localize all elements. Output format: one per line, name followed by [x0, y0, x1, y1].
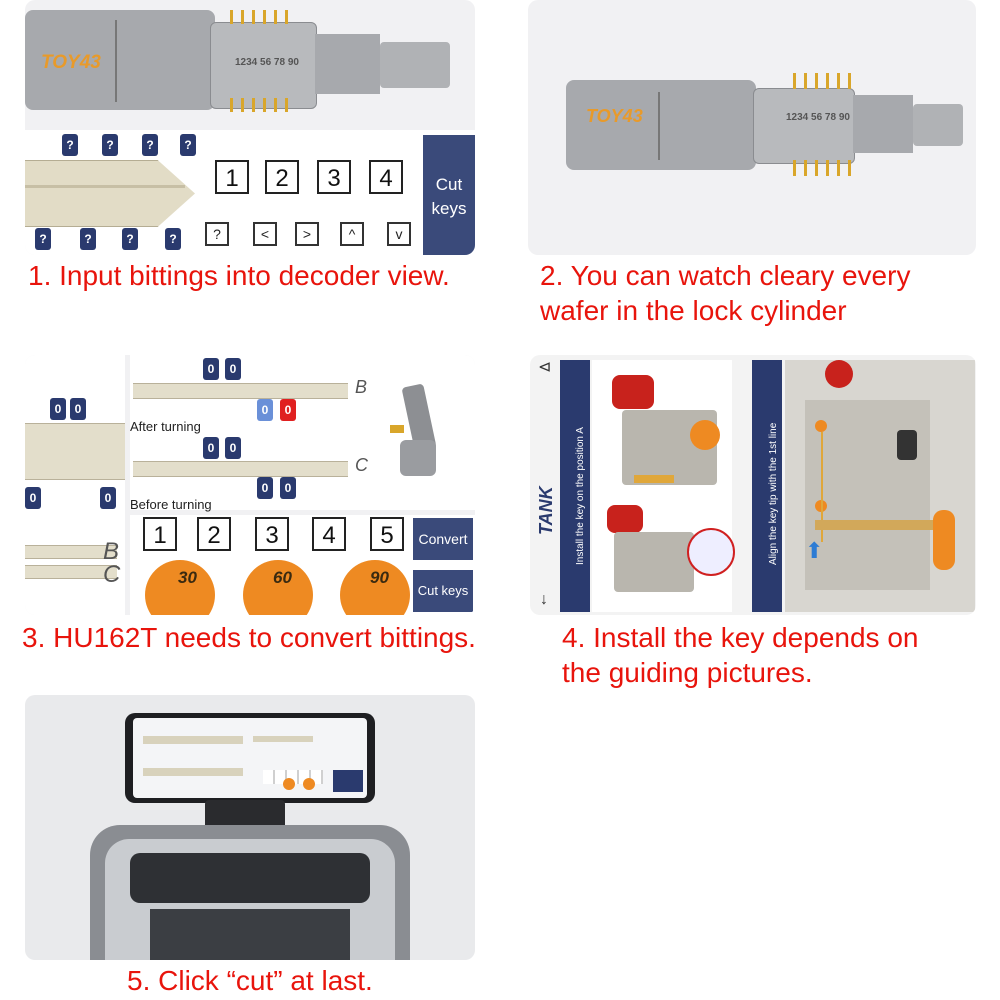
step3-caption: 3. HU162T needs to convert bittings.	[22, 622, 476, 653]
wafer-tag[interactable]: 0	[225, 437, 241, 459]
instruction-b: Align the key tip with the 1st line	[768, 422, 779, 565]
wafer-tag[interactable]: 0	[50, 398, 66, 420]
step4-caption-line1: 4. Install the key depends on	[562, 622, 919, 653]
step4-caption-line2: the guiding pictures.	[562, 657, 813, 688]
digit-box-5[interactable]: 5	[370, 517, 404, 551]
track-c-label: C	[355, 455, 368, 475]
wafer-tag[interactable]: 0	[225, 358, 241, 380]
track-b-label: B	[103, 538, 120, 565]
instruction-a: Install the key on the position A	[575, 427, 586, 565]
key-blade-image	[25, 423, 125, 480]
digit-box-3[interactable]: 3	[317, 160, 351, 194]
wafer-tag[interactable]: 0	[280, 477, 296, 499]
panel-machine-photo	[25, 695, 475, 960]
dial-value: 60	[273, 568, 292, 587]
cylinder-label: TOY43	[41, 52, 101, 73]
digit-box-3[interactable]: 3	[255, 517, 289, 551]
cut-keys-line1: Cut	[435, 175, 463, 194]
machine-image-a	[592, 360, 735, 612]
wafer-tag[interactable]: 0	[70, 398, 86, 420]
panel-install-guide: ⊲ ↓ Install the key on the position A TA…	[530, 355, 976, 615]
before-turning-label: Before turning	[130, 497, 212, 512]
wafer-tag[interactable]: 0	[25, 487, 41, 509]
wafer-tag[interactable]: ?	[80, 228, 96, 250]
brand-logo: TANK	[536, 486, 556, 535]
cylinder-label: TOY43	[586, 106, 643, 126]
dial-30[interactable]: 30	[145, 560, 215, 615]
down-button[interactable]: v	[387, 222, 411, 246]
digit-box-2[interactable]: 2	[197, 517, 231, 551]
wafer-numbers: 1234 56 78 90	[235, 57, 299, 68]
wafer-tag[interactable]: ?	[180, 134, 196, 156]
track-b-label: B	[355, 377, 368, 397]
cut-keys-button[interactable]: Cut keys	[413, 570, 473, 612]
machine-image-b: ⬆	[785, 360, 975, 612]
wafer-tag[interactable]: ?	[62, 134, 78, 156]
wafer-tag[interactable]: 0	[257, 399, 273, 421]
help-button[interactable]: ?	[205, 222, 229, 246]
panel-cylinder-view: TOY43 1234 56 78 90	[528, 0, 976, 255]
wafer-tag[interactable]: ?	[165, 228, 181, 250]
key-cutting-machine-image	[90, 825, 410, 960]
up-button[interactable]: ^	[340, 222, 364, 246]
digit-box-4[interactable]: 4	[369, 160, 403, 194]
track-c-label: C	[103, 561, 121, 588]
cut-keys-button[interactable]: Cut keys	[423, 135, 475, 255]
digit-box-2[interactable]: 2	[265, 160, 299, 194]
lock-cylinder-image: TOY43 1234 56 78 90	[25, 0, 475, 120]
step2-caption-line1: 2. You can watch cleary every	[540, 260, 911, 291]
digit-box-1[interactable]: 1	[143, 517, 177, 551]
dial-value: 30	[178, 568, 197, 587]
convert-button[interactable]: Convert	[413, 518, 473, 560]
step1-caption: 1. Input bittings into decoder view.	[28, 260, 450, 291]
wafer-tag[interactable]: ?	[102, 134, 118, 156]
phone-image	[125, 713, 375, 803]
wafer-tag[interactable]: 0	[100, 487, 116, 509]
wafer-tag[interactable]: ?	[142, 134, 158, 156]
cut-keys-line2: keys	[431, 199, 467, 218]
wafer-tag[interactable]: 0	[280, 399, 296, 421]
wafer-tag[interactable]: 0	[257, 477, 273, 499]
panel-convert-bittings: 0 0 0 0 B C 0 0 B 0 0 After turning 0 0 …	[25, 355, 475, 615]
left-button[interactable]: <	[253, 222, 277, 246]
panel-decoder-view: TOY43 1234 56 78 90 ? ? ? ? ? ? ? ? 1 2 …	[25, 0, 475, 255]
dial-60[interactable]: 60	[243, 560, 313, 615]
wafer-numbers: 1234 56 78 90	[786, 112, 850, 123]
lock-cylinder-icon	[390, 383, 450, 480]
back-icon[interactable]: ⊲	[538, 359, 552, 376]
right-button[interactable]: >	[295, 222, 319, 246]
dial-90[interactable]: 90	[340, 560, 410, 615]
wafer-tag[interactable]: 0	[203, 358, 219, 380]
digit-box-4[interactable]: 4	[312, 517, 346, 551]
after-turning-label: After turning	[130, 419, 201, 434]
key-blade-image	[25, 160, 195, 227]
scroll-down-icon[interactable]: ↓	[540, 591, 548, 608]
wafer-tag[interactable]: 0	[203, 437, 219, 459]
step2-caption-line2: wafer in the lock cylinder	[540, 295, 847, 326]
wafer-tag[interactable]: ?	[122, 228, 138, 250]
arrow-icon: ⬆	[805, 538, 824, 563]
wafer-tag[interactable]: ?	[35, 228, 51, 250]
digit-box-1[interactable]: 1	[215, 160, 249, 194]
step5-caption: 5. Click “cut” at last.	[127, 965, 373, 996]
dial-value: 90	[370, 568, 389, 587]
